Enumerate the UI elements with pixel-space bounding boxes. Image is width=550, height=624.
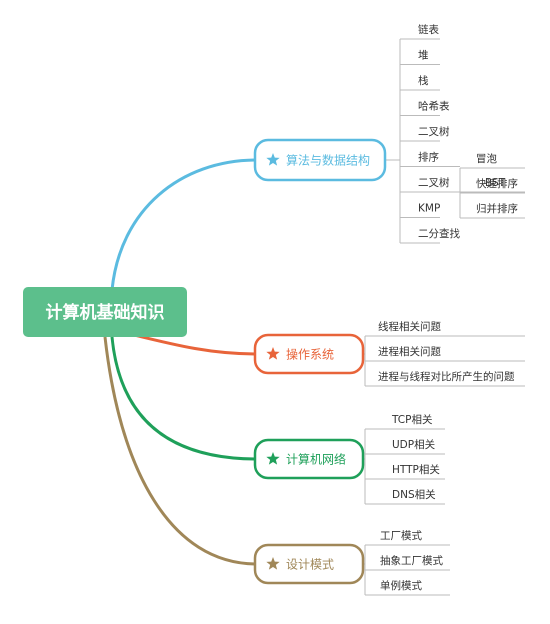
leaf-node[interactable]: 单例模式 [380, 579, 422, 592]
sub-leaf-label[interactable]: 快速排序 [476, 177, 518, 190]
leaf-label: DNS相关 [392, 488, 436, 501]
root-box [23, 287, 187, 337]
root-label: 计算机基础知识 [46, 302, 165, 323]
leaf-node[interactable]: 栈 [418, 74, 429, 87]
star-icon [266, 452, 280, 465]
branch-node[interactable]: 设计模式 [253, 543, 365, 585]
leaf-node[interactable]: 抽象工厂模式 [380, 554, 443, 567]
leaf-node[interactable]: 线程相关问题 [378, 320, 441, 333]
leaf-node[interactable]: KMP [418, 203, 440, 215]
leaf-node[interactable]: 二叉树 [418, 125, 450, 138]
branch-label: 设计模式 [286, 558, 334, 572]
leaf-label: 栈 [418, 74, 429, 87]
branch-curve [103, 336, 258, 566]
branch-box [253, 333, 365, 375]
leaf-label: 二分查找 [418, 227, 460, 240]
connector-lines [103, 38, 525, 596]
branch-label: 算法与数据结构 [286, 153, 370, 168]
leaf-label: TCP相关 [391, 413, 433, 426]
leaf-node[interactable]: 哈希表 [418, 100, 450, 113]
leaf-node[interactable]: 工厂模式 [380, 529, 422, 542]
leaf-node[interactable]: 二分查找 [418, 227, 460, 240]
root-node[interactable]: 计算机基础知识 [23, 287, 187, 337]
leaf-label: 二叉树 [418, 125, 450, 138]
branch-box [253, 438, 365, 480]
branch-node[interactable]: 算法与数据结构 [253, 138, 387, 182]
leaf-label: HTTP相关 [392, 463, 440, 476]
sub-leaf-label[interactable]: BST [485, 177, 506, 189]
branch-curve [129, 332, 258, 356]
leaf-node[interactable]: HTTP相关 [392, 463, 440, 476]
leaf-label: 进程相关问题 [378, 345, 441, 358]
leaf-label: 单例模式 [380, 579, 422, 592]
leaf-label: 堆 [418, 50, 429, 62]
leaf-node[interactable]: 堆 [418, 50, 429, 62]
star-icon [266, 557, 280, 570]
leaf-label: 哈希表 [418, 100, 450, 113]
leaf-label: UDP相关 [392, 438, 436, 451]
sub-leaf-label[interactable]: 归并排序 [476, 202, 518, 215]
star-icon [266, 347, 280, 360]
star-icon [266, 153, 280, 166]
leaf-label: 工厂模式 [380, 529, 422, 542]
leaf-label: KMP [418, 203, 440, 215]
sub-leaf-label[interactable]: 冒泡 [476, 152, 497, 165]
leaf-label: 抽象工厂模式 [380, 554, 443, 567]
branch-box [253, 543, 365, 585]
leaf-node[interactable]: DNS相关 [392, 488, 436, 501]
leaf-label: 进程与线程对比所产生的问题 [378, 370, 515, 383]
leaf-node[interactable]: 排序 [418, 151, 439, 164]
branch-curve [110, 158, 258, 291]
branch-node[interactable]: 操作系统 [253, 333, 365, 375]
leaf-node[interactable]: 链表 [418, 23, 439, 36]
leaf-label: 排序 [418, 151, 439, 164]
leaf-node[interactable]: 进程与线程对比所产生的问题 [378, 370, 515, 383]
branch-label: 计算机网络 [286, 452, 346, 467]
leaf-node[interactable]: 二叉树 [418, 176, 450, 189]
branch-box [253, 138, 387, 182]
leaf-node[interactable]: 进程相关问题 [378, 345, 441, 358]
leaf-label: 二叉树 [418, 176, 450, 189]
leaf-label: 线程相关问题 [378, 320, 441, 333]
leaf-node[interactable]: UDP相关 [392, 438, 436, 451]
branch-node[interactable]: 计算机网络 [253, 438, 365, 480]
branch-label: 操作系统 [286, 347, 334, 362]
leaf-label: 链表 [418, 23, 439, 36]
leaf-node[interactable]: TCP相关 [391, 413, 433, 426]
branch-curve [110, 336, 258, 461]
